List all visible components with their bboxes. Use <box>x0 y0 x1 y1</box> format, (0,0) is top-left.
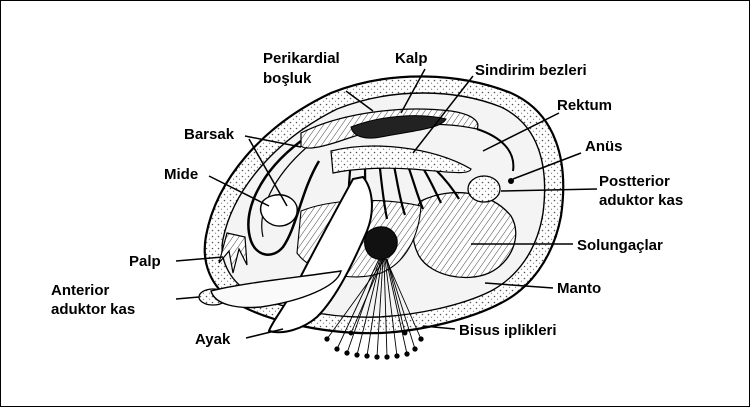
posterior-adductor <box>468 176 500 202</box>
label-anterior-line1: Anterior <box>51 282 110 299</box>
gills <box>413 193 516 278</box>
label-manto: Manto <box>557 280 601 297</box>
label-sindirim-bezleri: Sindirim bezleri <box>475 62 587 79</box>
label-bisus-iplikleri: Bisus iplikleri <box>459 322 557 339</box>
label-perikardial-line2: boşluk <box>263 70 312 87</box>
label-ayak: Ayak <box>195 331 231 348</box>
label-barsak: Barsak <box>184 126 235 143</box>
byssus-gland <box>365 227 398 260</box>
label-rektum: Rektum <box>557 97 612 114</box>
label-posterior-line2: aduktor kas <box>599 192 683 209</box>
label-anus: Anüs <box>585 138 623 155</box>
label-mide: Mide <box>164 166 198 183</box>
label-kalp: Kalp <box>395 50 428 67</box>
stomach <box>261 195 298 226</box>
label-anterior-line2: aduktor kas <box>51 301 135 318</box>
label-perikardial-line1: Perikardial <box>263 50 340 67</box>
label-posterior-line1: Postterior <box>599 173 670 190</box>
label-palp: Palp <box>129 253 161 270</box>
label-solungaclar: Solungaçlar <box>577 237 663 254</box>
mussel-illustration <box>199 76 563 359</box>
